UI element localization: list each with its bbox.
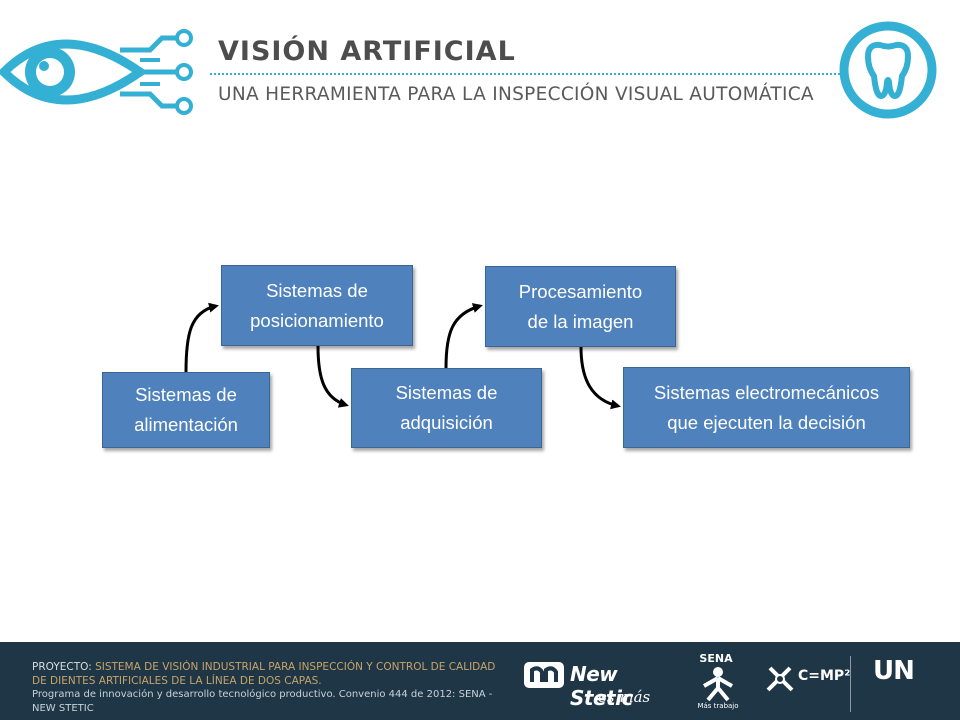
header-divider [210, 73, 840, 75]
footer-project-info: PROYECTO: SISTEMA DE VISIÓN INDUSTRIAL P… [32, 660, 502, 716]
node-label-line: Sistemas de [266, 279, 368, 301]
node-label-line: posicionamiento [250, 309, 384, 331]
footer-project-label: PROYECTO: [32, 661, 92, 673]
newstetic-tagline: es más [598, 688, 651, 706]
arrow-posicionamiento-to-adquisicion [316, 345, 349, 408]
page-subtitle: UNA HERRAMIENTA PARA LA INSPECCIÓN VISUA… [218, 84, 814, 105]
header: VISIÓN ARTIFICIAL UNA HERRAMIENTA PARA L… [0, 0, 960, 130]
node-label-line: Sistemas de [395, 382, 498, 403]
cmp-tools-icon [766, 666, 794, 692]
sena-figure-icon [703, 667, 733, 702]
footer-program: Programa de innovación y desarrollo tecn… [32, 689, 493, 714]
node-sistemas-electromecanicos: Sistemas electromecánicos que ejecuten l… [623, 367, 910, 448]
newstetic-logo: New Stetic es más [520, 658, 678, 710]
node-label-line: Procesamiento [518, 280, 643, 302]
footer-project-line1: SISTEMA DE VISIÓN INDUSTRIAL PARA INSPEC… [95, 661, 496, 673]
sena-name: SENA [699, 652, 733, 665]
arrow-adquisicion-to-procesamiento [444, 303, 483, 369]
newstetic-mark-icon [524, 662, 564, 688]
tooth-logo-icon [839, 21, 937, 119]
footer-project-line2: DE DIENTES ARTIFICIALES DE LA LÍNEA DE D… [32, 675, 322, 687]
node-label-line: adquisición [400, 412, 493, 433]
sena-logo: SENA Más trabajo [692, 652, 752, 714]
universidad-nacional-logo: UN [850, 656, 950, 712]
eye-circuit-logo-icon [0, 29, 193, 115]
node-label-line: Sistemas electromecánicos [653, 381, 880, 403]
node-label-line: de la imagen [527, 310, 634, 332]
node-label-line: que ejecuten la decisión [667, 411, 866, 433]
node-sistemas-posicionamiento: Sistemas de posicionamiento [221, 265, 413, 346]
arrow-procesamiento-to-electromecanicos [579, 346, 621, 410]
node-procesamiento-imagen: Procesamiento de la imagen [485, 266, 676, 347]
cmp-logo: C=MP² [762, 658, 850, 708]
node-label-line: Sistemas de [135, 384, 237, 405]
newstetic-name: New Stetic [570, 662, 633, 710]
page-title: VISIÓN ARTIFICIAL [218, 36, 516, 67]
node-sistemas-alimentacion: Sistemas de alimentación [102, 372, 270, 448]
sena-tagline: Más trabajo [697, 702, 739, 710]
footer: PROYECTO: SISTEMA DE VISIÓN INDUSTRIAL P… [0, 642, 960, 720]
arrow-alimentacion-to-posicionamiento [184, 302, 219, 373]
un-mark: UN [873, 656, 915, 686]
node-label-line: alimentación [134, 414, 238, 435]
cmp-name: C=MP² [798, 668, 851, 684]
node-sistemas-adquisicion: Sistemas de adquisición [351, 368, 542, 448]
